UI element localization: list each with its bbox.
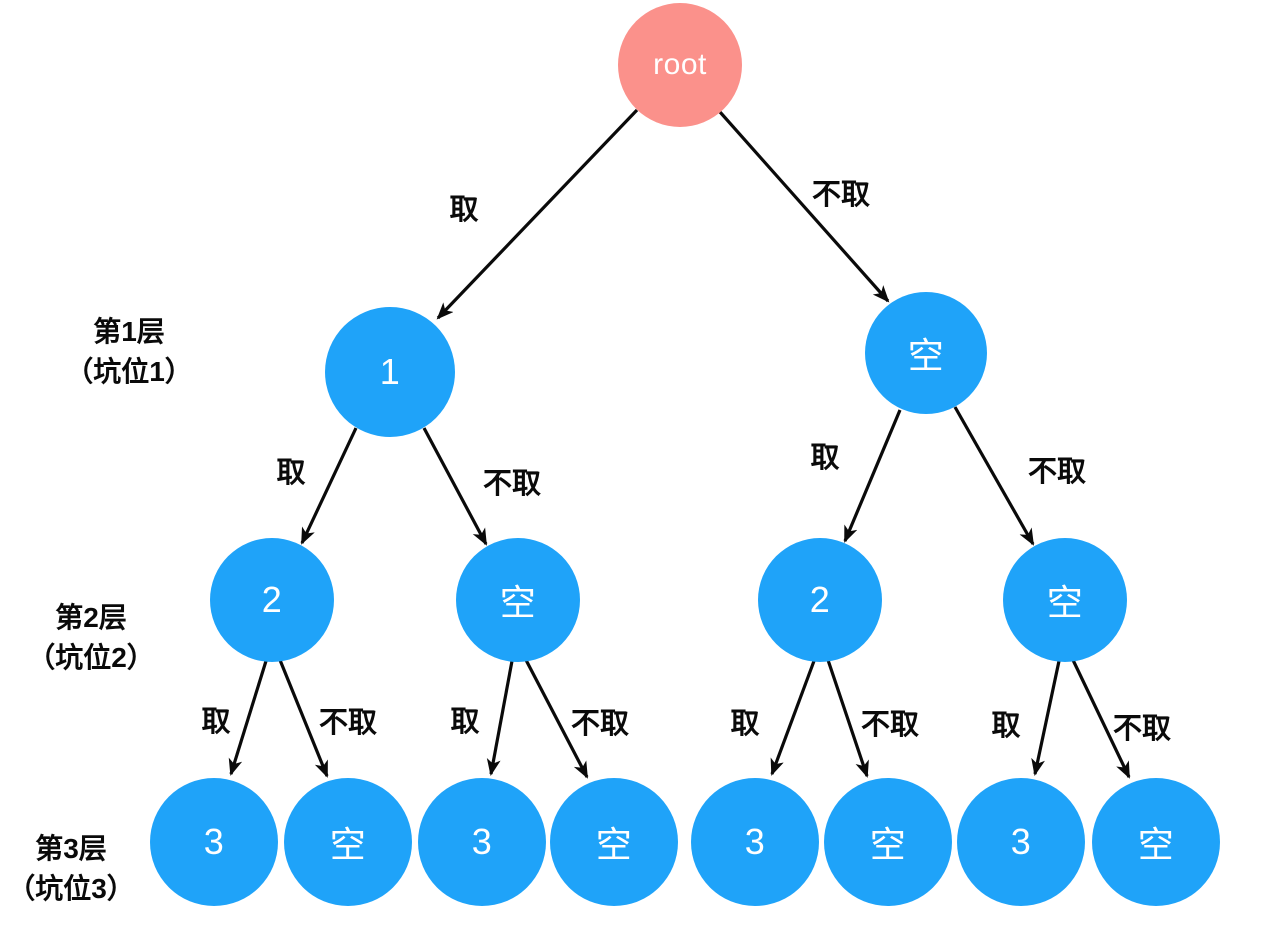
level-label-line1: 第2层 [55, 602, 127, 633]
edge-arrow [486, 660, 514, 776]
edge-arrow [770, 660, 816, 776]
tree-node-l2-2: 空 [456, 538, 580, 662]
edge-arrow [1071, 659, 1131, 779]
tree-node-l2-3: 2 [758, 538, 882, 662]
edge-label-take: 取 [449, 194, 479, 226]
edge-arrow [843, 409, 902, 543]
edge-arrow [718, 110, 890, 303]
level-label-line1: 第1层 [93, 316, 165, 347]
edge-arrow [228, 660, 268, 776]
edge-label-skip: 不取 [318, 707, 378, 739]
level-label-line2: （坑位2） [27, 642, 155, 673]
edge-label-skip: 不取 [1027, 456, 1087, 488]
edge-arrow [278, 659, 329, 778]
tree-node-l3-8: 空 [1092, 778, 1220, 906]
edge-label-take: 取 [450, 706, 480, 738]
tree-node-l3-1: 3 [150, 778, 278, 906]
tree-node-l3-3: 3 [418, 778, 546, 906]
level-label-line1: 第3层 [35, 833, 107, 864]
tree-node-l3-5: 3 [691, 778, 819, 906]
tree-node-l2-1: 2 [210, 538, 334, 662]
edge-label-take: 取 [730, 708, 760, 740]
edge-arrow [524, 659, 589, 779]
edge-arrow [422, 427, 488, 546]
edge-label-skip: 不取 [811, 179, 871, 211]
tree-node-root: root [618, 3, 742, 127]
edge-arrow [436, 108, 639, 320]
tree-node-l3-2: 空 [284, 778, 412, 906]
edge-label-skip: 不取 [1112, 713, 1172, 745]
tree-node-l2-4: 空 [1003, 538, 1127, 662]
tree-node-l3-4: 空 [550, 778, 678, 906]
level-label-line2: （坑位3） [7, 873, 135, 904]
edge-label-skip: 不取 [570, 708, 630, 740]
edge-arrow [953, 406, 1035, 546]
edge-label-take: 取 [201, 706, 231, 738]
level-label-1: 第1层 （坑位1） [9, 312, 249, 392]
level-label-2: 第2层 （坑位2） [0, 598, 211, 678]
level-label-line2: （坑位1） [65, 356, 193, 387]
edge-label-take: 取 [810, 442, 840, 474]
tree-node-l1-take: 1 [325, 307, 455, 437]
edge-arrow [300, 427, 358, 545]
edge-arrow [826, 659, 869, 778]
edge-arrow [1031, 660, 1061, 776]
tree-node-l3-7: 3 [957, 778, 1085, 906]
edge-label-skip: 不取 [860, 709, 920, 741]
edge-label-take: 取 [991, 710, 1021, 742]
tree-node-l1-skip: 空 [865, 292, 987, 414]
edge-label-skip: 不取 [482, 468, 542, 500]
level-label-3: 第3层 （坑位3） [0, 829, 191, 909]
edge-label-take: 取 [276, 457, 306, 489]
tree-node-l3-6: 空 [824, 778, 952, 906]
